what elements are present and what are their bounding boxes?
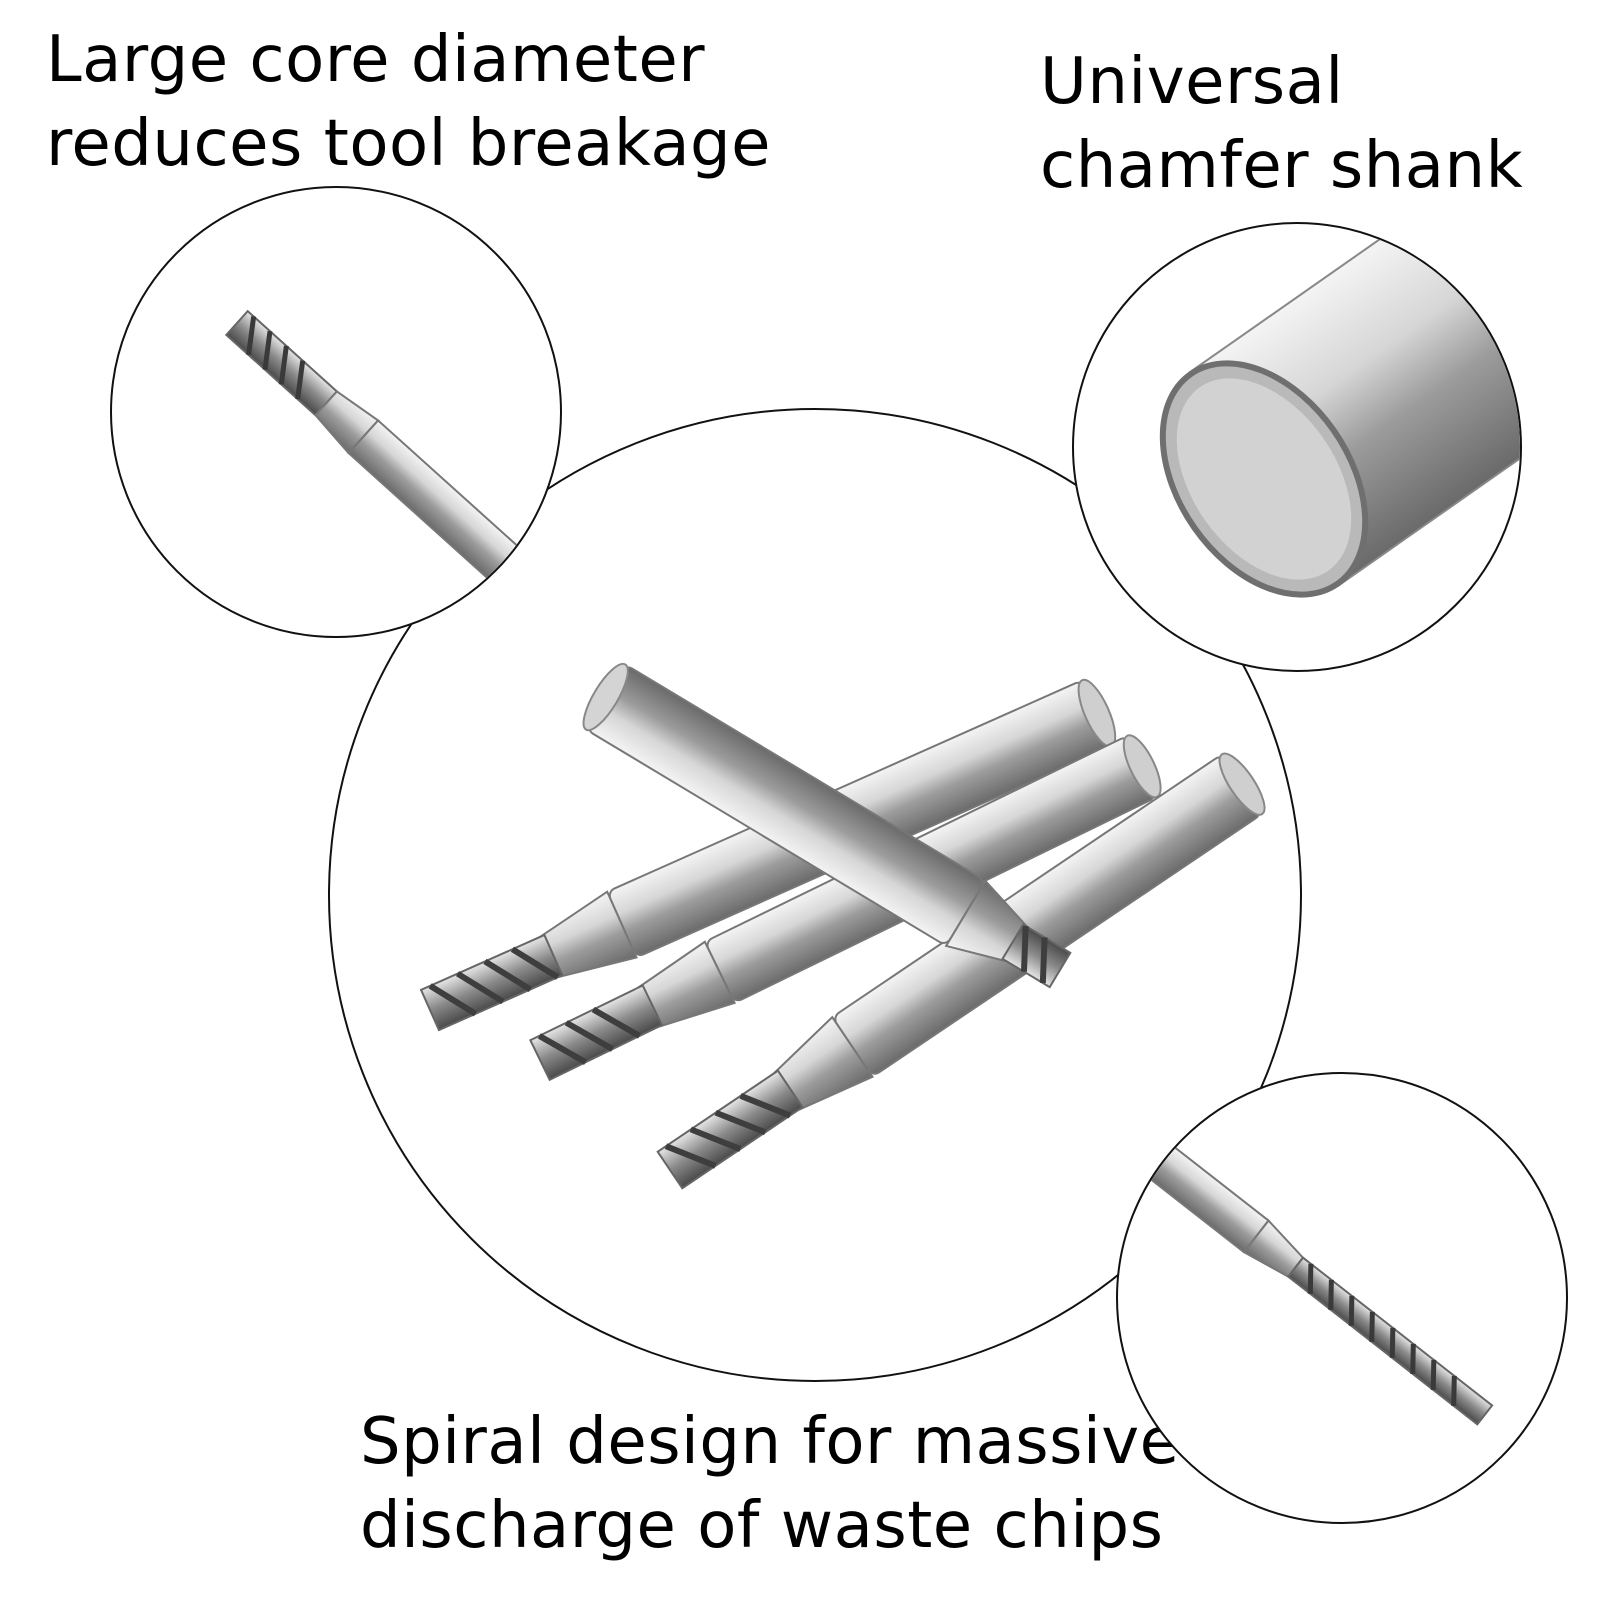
spiral-flute-closeup: [1124, 1126, 1494, 1426]
caption-core-diameter-line1: Large core diameter: [46, 23, 705, 97]
end-mill-crossing: [582, 662, 1072, 989]
core-diameter-detail-circle: [110, 186, 562, 638]
caption-core-diameter-line2: reduces tool breakage: [46, 107, 772, 181]
tool-tip-closeup: [224, 309, 560, 629]
chamfer-shank-detail-circle: [1072, 222, 1522, 672]
caption-spiral-design-line1: Spiral design for massive: [360, 1405, 1180, 1479]
caption-chamfer-shank-line1: Universal: [1040, 45, 1344, 119]
caption-chamfer-shank: Universal chamfer shank: [1040, 40, 1523, 208]
end-mill-right: [656, 752, 1266, 1190]
shank-end-closeup: [1159, 224, 1520, 598]
end-mills-illustration: [419, 662, 1266, 1190]
caption-spiral-design: Spiral design for massive discharge of w…: [360, 1400, 1179, 1568]
caption-core-diameter: Large core diameter reduces tool breakag…: [46, 18, 771, 186]
spiral-detail-circle: [1116, 1072, 1568, 1524]
caption-chamfer-shank-line2: chamfer shank: [1040, 129, 1524, 203]
caption-spiral-design-line2: discharge of waste chips: [360, 1489, 1164, 1563]
